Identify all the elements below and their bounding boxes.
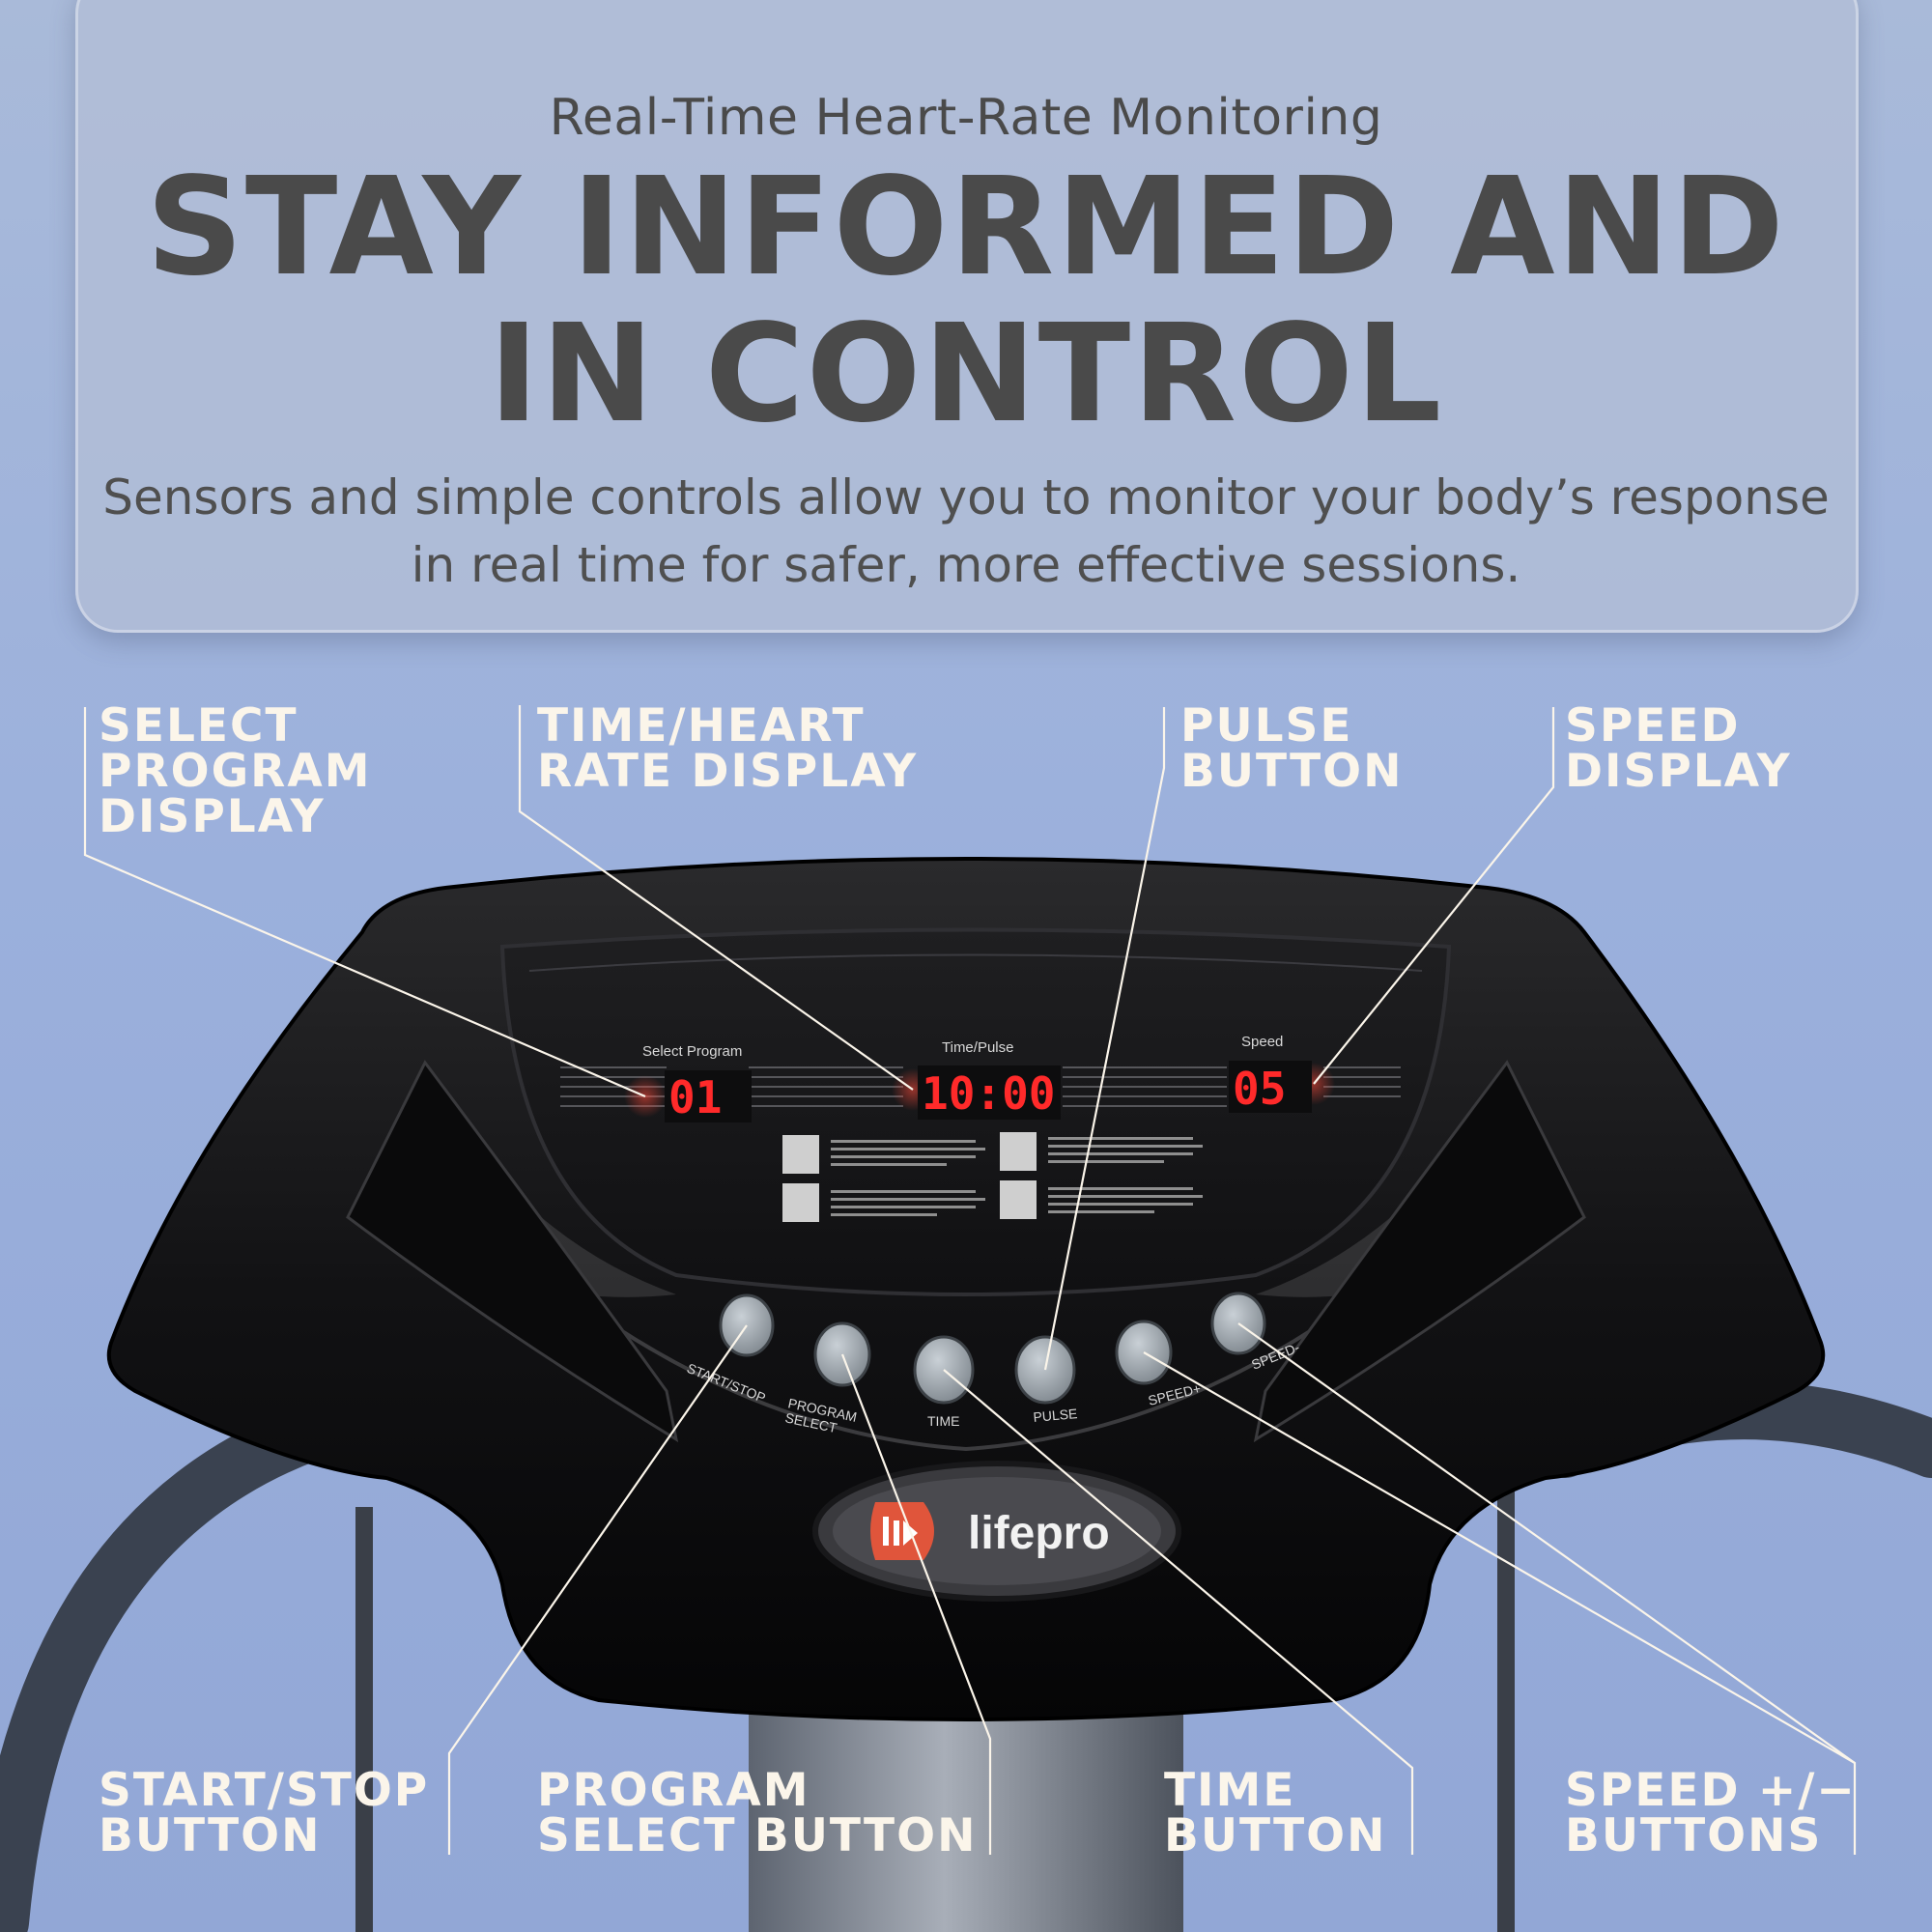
logo-text: lifepro xyxy=(968,1508,1110,1559)
callout-time-button: TIME BUTTON xyxy=(1164,1764,1387,1862)
subtext: Sensors and simple controls allow you to… xyxy=(102,469,1830,593)
time-readout: 10:00 xyxy=(922,1067,1055,1120)
leader-speed-minus xyxy=(1237,1322,1856,1764)
time-pulse-label: Time/Pulse xyxy=(942,1039,1013,1056)
lifepro-logo-icon xyxy=(870,1502,934,1560)
time-button-label: TIME xyxy=(927,1413,959,1429)
select-program-label: Select Program xyxy=(642,1043,742,1060)
instruction-panel-icon xyxy=(782,1132,1203,1222)
speed-label: Speed xyxy=(1241,1034,1283,1050)
callout-speed-display: SPEED DISPLAY xyxy=(1565,699,1792,798)
callout-select-program-display: SELECT PROGRAM DISPLAY xyxy=(99,699,372,843)
leader-time xyxy=(943,1369,1414,1855)
callout-time-heart-rate-display: TIME/HEART RATE DISPLAY xyxy=(537,699,919,798)
leader-program-select xyxy=(840,1353,992,1855)
header-card xyxy=(75,0,1859,633)
leader-speed-display xyxy=(1313,707,1555,1085)
leader-start-stop xyxy=(447,1324,748,1855)
speed-readout: 05 xyxy=(1233,1063,1286,1115)
kicker-text: Real-Time Heart-Rate Monitoring xyxy=(549,89,1383,147)
leader-time-display xyxy=(518,705,914,1091)
callout-speed-buttons: SPEED +/− BUTTONS xyxy=(1565,1764,1857,1862)
pulse-button-label: PULSE xyxy=(1033,1406,1078,1425)
headline: STAY INFORMED AND IN CONTROL xyxy=(146,149,1786,453)
callout-start-stop-button: START/STOP BUTTON xyxy=(99,1764,430,1862)
callout-pulse-button: PULSE BUTTON xyxy=(1180,699,1404,798)
program-readout: 01 xyxy=(668,1071,722,1123)
leader-select-program xyxy=(83,707,646,1098)
callout-program-select-button: PROGRAM SELECT BUTTON xyxy=(537,1764,978,1862)
leader-pulse xyxy=(1043,707,1166,1371)
